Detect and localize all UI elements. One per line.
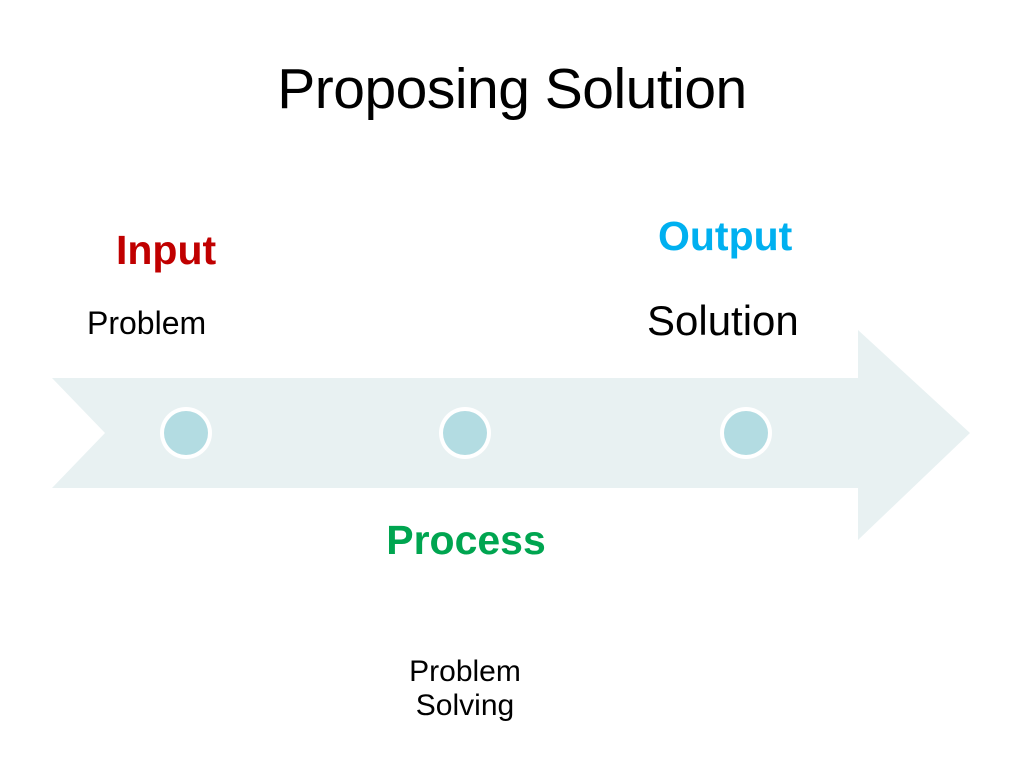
process-node-3 (724, 411, 768, 455)
node-ring-2 (439, 407, 491, 459)
node-ring-3 (720, 407, 772, 459)
node-ring-1 (160, 407, 212, 459)
process-node-1 (164, 411, 208, 455)
input-stage-heading: Input (116, 227, 217, 273)
process-stage-heading: Process (386, 517, 546, 563)
process-stage-description: Problem Solving (409, 655, 521, 722)
output-stage-description: Solution (647, 297, 799, 344)
process-node-2 (443, 411, 487, 455)
output-stage-heading: Output (658, 213, 793, 259)
arrow-shape (52, 330, 970, 540)
input-stage-description: Problem (87, 305, 207, 341)
page-title: Proposing Solution (277, 57, 747, 121)
